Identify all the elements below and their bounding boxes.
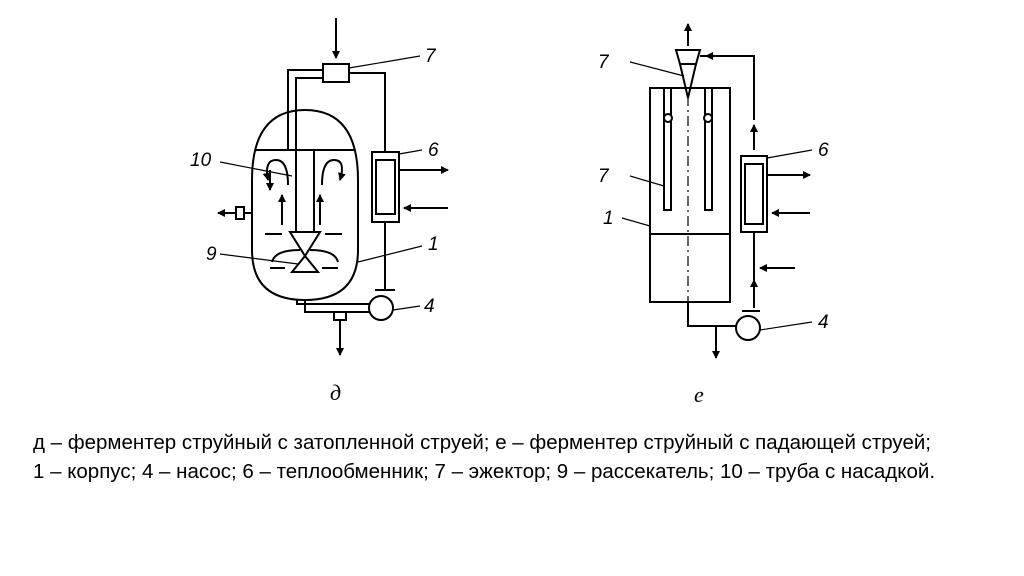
sublabel-d: д — [330, 380, 341, 405]
label-1: 1 — [428, 234, 439, 255]
column-joint-left — [663, 113, 673, 123]
ejector-column-left — [663, 87, 672, 211]
splitter — [288, 231, 322, 258]
leader-10 — [219, 161, 293, 177]
label-6: 6 — [818, 140, 829, 161]
caption-line-1: д – ферментер струйный с затопленной стр… — [33, 431, 931, 454]
vessel-body — [251, 108, 359, 302]
ejector-cone — [678, 63, 698, 99]
vessel-to-pump-pipe — [687, 302, 736, 327]
gas-outlet-valve — [235, 206, 245, 220]
leader-7-top — [629, 61, 685, 77]
vessel-body — [649, 87, 731, 303]
leader-6 — [766, 149, 813, 159]
label-1: 1 — [603, 208, 614, 229]
ejector-to-vessel-pipe-inner — [295, 77, 323, 150]
vessel-to-pump-pipe-inner — [296, 300, 369, 305]
label-7-top: 7 — [598, 52, 610, 73]
ejector-box — [322, 63, 350, 83]
figure-caption: д – ферментер струйный с затопленной стр… — [33, 428, 1008, 486]
label-7: 7 — [425, 46, 437, 67]
leader-7 — [348, 55, 421, 69]
leader-6 — [398, 149, 423, 155]
splitter-bottom — [289, 254, 321, 273]
ejector-nozzle — [674, 49, 702, 65]
label-6: 6 — [428, 140, 439, 161]
caption-line-2: 1 – корпус; 4 – насос; 6 – теплообменник… — [33, 460, 936, 483]
leader-4 — [392, 305, 421, 311]
drain-valve — [333, 311, 347, 321]
heat-exchanger-inner — [744, 163, 764, 225]
ejector-to-exchanger-pipe — [349, 72, 386, 152]
leader-9 — [219, 253, 299, 265]
fermenter-diagrams: 7 10 6 9 1 4 д — [190, 18, 829, 407]
diagram-d-labels: 7 10 6 9 1 4 д — [190, 46, 439, 405]
column-joint-right — [703, 113, 713, 123]
diagram-falling-jet-fermenter — [621, 23, 813, 359]
label-9: 9 — [206, 244, 217, 265]
sublabel-e: е — [694, 382, 704, 407]
diagram-submerged-jet-fermenter — [217, 18, 449, 356]
label-10: 10 — [190, 150, 212, 171]
vessel-to-pump-pipe — [304, 300, 369, 313]
label-4: 4 — [424, 296, 435, 317]
leader-7-mid — [629, 175, 665, 187]
ejector-column-right — [704, 87, 713, 211]
pump — [368, 295, 394, 321]
diagram-e-labels: 7 7 1 6 4 е — [598, 52, 829, 407]
spray-arc-right — [309, 249, 339, 263]
leader-4 — [759, 321, 813, 331]
leader-1 — [357, 245, 423, 263]
circulation-arrow-right — [321, 158, 346, 186]
leader-1 — [621, 217, 651, 227]
spray-arc-left — [271, 249, 301, 263]
label-4: 4 — [818, 312, 829, 333]
circulation-arrow-left — [262, 158, 289, 186]
heat-exchanger-inner — [375, 159, 396, 215]
ejector-to-vessel-pipe — [287, 69, 323, 150]
label-7-mid: 7 — [598, 166, 610, 187]
pump — [735, 315, 761, 341]
